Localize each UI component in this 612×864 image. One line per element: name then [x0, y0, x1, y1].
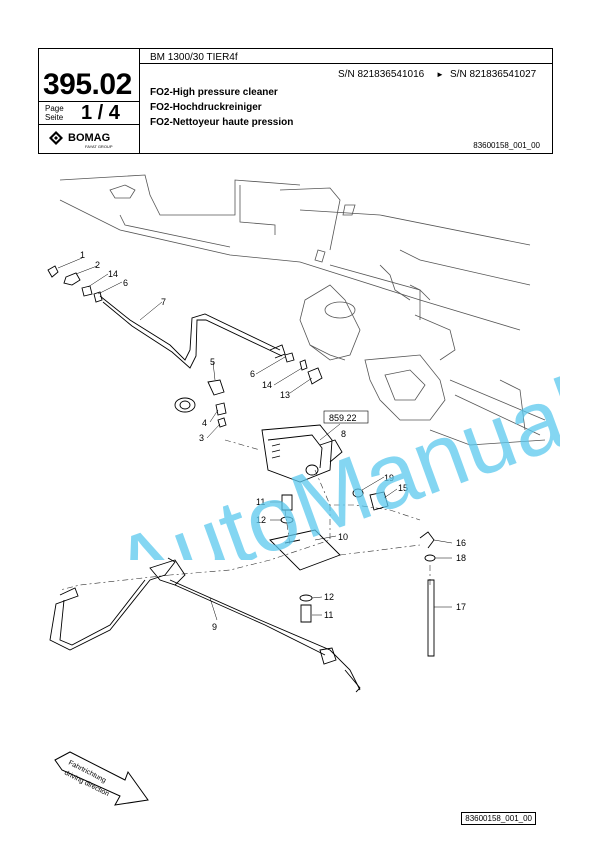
callout-4: 4: [202, 418, 207, 428]
driving-direction-arrow: Fahrtrichtung driving direction: [54, 751, 149, 806]
parts: [47, 265, 436, 693]
leader-dashed-lines: [59, 439, 431, 591]
page-label: Page: [45, 104, 64, 113]
callout-labels: 1 2 14 6 7 5 6 14 13 4 3 859.22 8 19 15 …: [80, 250, 466, 632]
header-table: 395.02 Page Seite 1 / 4 BOMAG FAYAT GROU…: [38, 48, 553, 154]
callout-1: 1: [80, 250, 85, 260]
callout-18: 18: [456, 553, 466, 563]
model-name: BM 1300/30 TIER4f: [150, 52, 238, 63]
callout-9: 9: [212, 622, 217, 632]
callout-7: 7: [161, 297, 166, 307]
callout-3: 3: [199, 433, 204, 443]
callout-8: 8: [341, 429, 346, 439]
serial-arrow-icon: ►: [436, 70, 444, 79]
callout-11b: 11: [324, 610, 333, 620]
serial-from: S/N 821836541016: [338, 69, 425, 80]
header-row-line: [39, 124, 139, 125]
page-count: 1 / 4: [81, 102, 120, 124]
logo-subtext: FAYAT GROUP: [85, 144, 113, 149]
serial-to: S/N 821836541027: [450, 69, 537, 80]
title-en: FO2-High pressure cleaner: [150, 87, 278, 98]
callout-5: 5: [210, 357, 215, 367]
footer-reference: 83600158_001_00: [461, 812, 536, 825]
title-de: FO2-Hochdruckreiniger: [150, 102, 262, 113]
document-number: 83600158_001_00: [473, 141, 540, 150]
frame-background: [59, 174, 546, 446]
callout-2: 2: [95, 260, 100, 270]
title-fr: FO2-Nettoyeur haute pression: [150, 117, 294, 128]
header-row-line: [39, 101, 139, 102]
callout-10: 10: [338, 532, 348, 542]
callout-16: 16: [456, 538, 466, 548]
callout-859-22: 859.22: [329, 413, 357, 423]
callout-19: 19: [384, 473, 394, 483]
callout-6: 6: [123, 278, 128, 288]
callout-12: 12: [256, 515, 266, 525]
callout-leaders: [57, 257, 453, 621]
callout-12b: 12: [324, 592, 334, 602]
callout-6b: 6: [250, 369, 255, 379]
callout-11: 11: [256, 497, 265, 507]
logo-text: BOMAG: [68, 132, 110, 144]
callout-14: 14: [108, 269, 118, 279]
page-number: 395.02: [43, 68, 132, 101]
seite-label: Seite: [45, 113, 64, 122]
bomag-logo: BOMAG FAYAT GROUP: [49, 131, 113, 149]
header-divider: [139, 49, 140, 153]
header-row-line: [139, 63, 552, 64]
callout-13: 13: [280, 390, 290, 400]
callout-15: 15: [398, 483, 408, 493]
callout-17: 17: [456, 602, 466, 612]
exploded-view-drawing: 1 2 14 6 7 5 6 14 13 4 3 859.22 8 19 15 …: [47, 174, 546, 806]
callout-859-22-box: [323, 410, 369, 424]
callout-14b: 14: [262, 380, 272, 390]
